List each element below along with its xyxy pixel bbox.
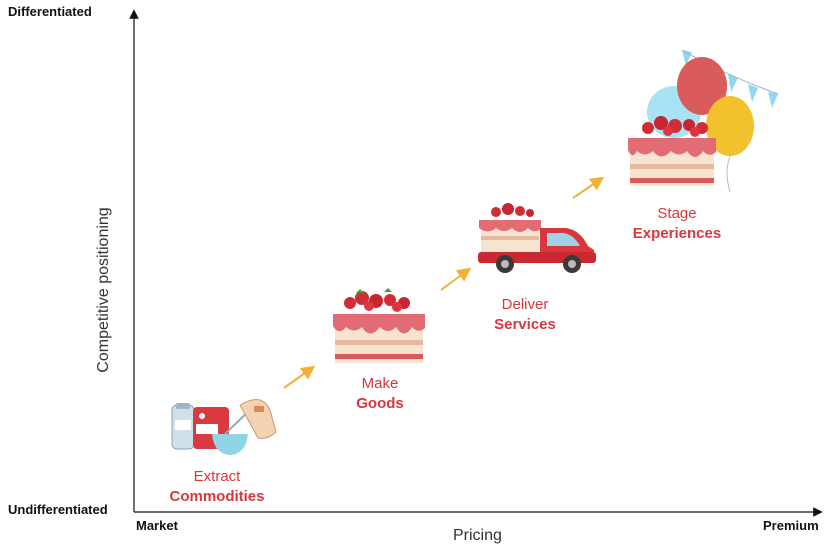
baking-ingredients-icon: [171, 399, 277, 455]
stage-verb: Stage: [657, 205, 697, 222]
stage-label-extract: Extract Commodities: [147, 467, 287, 507]
stage-label-deliver: Deliver Services: [455, 295, 595, 335]
y-axis-top-label: Differentiated: [8, 4, 92, 19]
x-axis-title: Pricing: [453, 527, 502, 544]
stage-noun: Commodities: [169, 488, 265, 505]
delivery-truck-icon: [478, 203, 596, 273]
progress-arrow-1: [283, 365, 316, 389]
stage-verb: Deliver: [501, 296, 549, 313]
x-axis-left-label: Market: [136, 518, 178, 533]
stage-label-stage: Stage Experiences: [607, 204, 747, 244]
party-cake-balloons-icon: [628, 49, 779, 193]
cake-icon: [333, 288, 425, 363]
stage-noun: Goods: [356, 395, 404, 412]
progress-arrow-2: [440, 267, 472, 291]
x-axis-right-label: Premium: [763, 518, 819, 533]
y-axis-bottom-label: Undifferentiated: [8, 502, 108, 517]
stage-verb: Extract: [193, 468, 241, 485]
stage-verb: Make: [361, 375, 399, 392]
progress-arrow-3: [572, 176, 605, 199]
stage-label-make: Make Goods: [310, 374, 450, 414]
stage-noun: Experiences: [632, 225, 722, 242]
stage-noun: Services: [494, 316, 556, 333]
